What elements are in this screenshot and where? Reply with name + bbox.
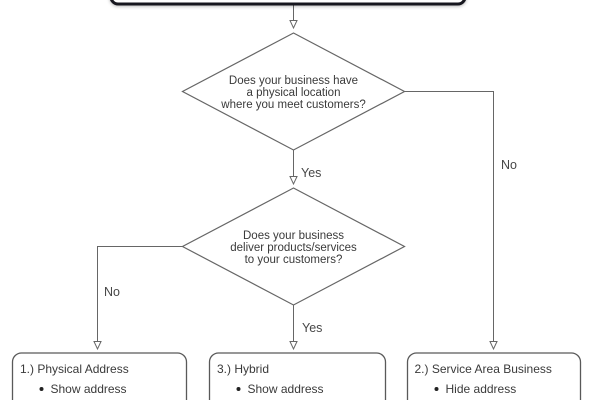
decision1-text-line2: a physical location [247, 87, 341, 99]
decision2-text-line1: Does your business [243, 230, 344, 242]
decision2-text-line2: deliver products/services [230, 242, 357, 254]
edge-label-decision2-yes: Yes [302, 321, 322, 335]
connector-decision1-no-to-service-area [404, 91, 498, 351]
edge-label-decision1-yes: Yes [301, 166, 321, 180]
edge-label-decision2-no: No [104, 285, 120, 299]
outcome-box-hybrid [208, 352, 387, 400]
outcome-box-physical-address [11, 352, 188, 400]
bullet-dot-icon [236, 387, 241, 391]
edge-label-decision1-no: No [501, 158, 517, 172]
start-node [110, 0, 466, 6]
outcome-bullet-service-area: Hide address [446, 382, 517, 396]
outcome-title-physical-address: 1.) Physical Address [20, 362, 129, 376]
decision1-text-line1: Does your business have [229, 75, 358, 87]
bullet-dot-icon [434, 387, 439, 391]
outcome-bullet-hybrid: Show address [248, 382, 324, 396]
outcome-title-service-area: 2.) Service Area Business [415, 362, 552, 376]
bullet-dot-icon [39, 387, 44, 391]
decision2-text-line3: to your customers? [245, 254, 343, 266]
outcome-bullet-physical-address: Show address [51, 382, 127, 396]
connector-decision2-no-to-physical-address [93, 246, 183, 351]
outcome-title-hybrid: 3.) Hybrid [217, 362, 269, 376]
outcome-box-service-area [406, 352, 582, 400]
decision1-text-line3: where you meet customers? [220, 99, 365, 111]
